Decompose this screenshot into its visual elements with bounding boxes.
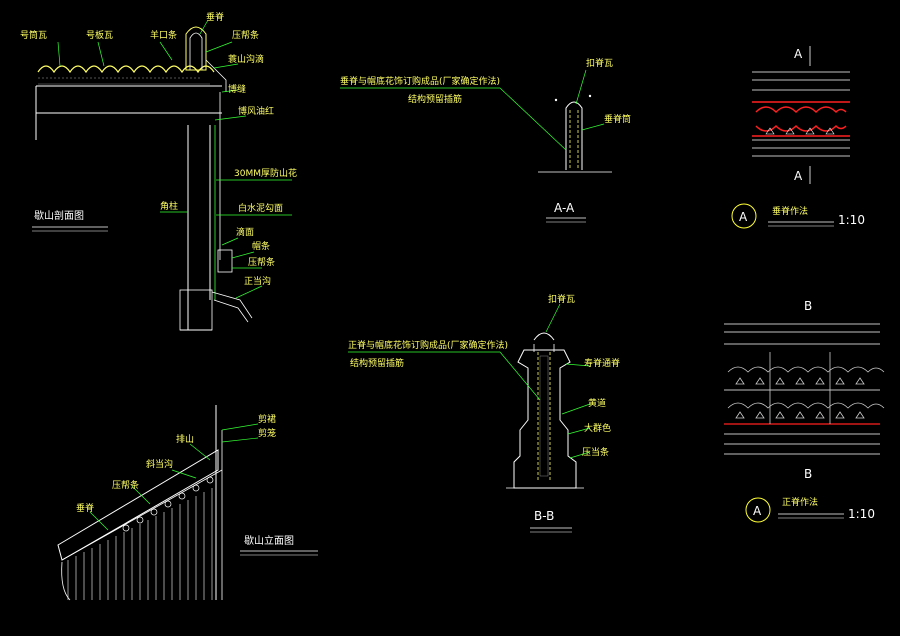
gable-section-label-12: 滴面 [236,226,254,238]
section-bb-note-line1: 正脊与帽底花饰订购成品(厂家确定作法) [348,339,508,351]
gable-section-label-2: 号板瓦 [86,29,113,41]
ridge-b-cut-bottom: B [804,467,812,481]
ridge-a-scale: 1:10 [838,213,865,227]
gable-section-label-5: 压帮条 [232,29,259,41]
gable-elevation-label-1: 剪裙 [258,413,276,425]
gable-elevation-drawing: 剪裙 剪笼 排山 斜当沟 压帮条 垂脊 歇山立面图 [57,405,318,601]
ridge-a-cut-bottom: A [794,169,803,183]
gable-elevation-label-2: 剪笼 [258,427,276,439]
section-aa-note-line1: 垂脊与帽底花饰订购成品(厂家确定作法) [340,75,500,87]
gable-section-label-7: 博缝 [228,83,246,95]
ridge-b-scale: 1:10 [848,507,875,521]
ridge-b-circle-mark: A [753,504,762,518]
section-bb-title: B-B [534,509,554,523]
section-bb-note-line2: 结构预留插筋 [350,357,404,369]
section-aa-label-2: 垂脊筒 [604,113,631,125]
ridge-b-name: 正脊作法 [782,496,818,508]
section-bb-label-4: 大群色 [584,422,611,434]
ridge-b-cut-top: B [804,299,812,313]
section-bb-label-3: 黄道 [588,397,606,409]
gable-section-drawing: 号筒瓦 号板瓦 羊口条 垂脊 压帮条 蓑山沟滴 博缝 博风油红 30MM厚防山花… [20,11,297,331]
gable-section-label-4: 垂脊 [206,11,224,23]
gable-elevation-label-6: 垂脊 [76,502,94,514]
section-aa-drawing: 垂脊与帽底花饰订购成品(厂家确定作法) 结构预留插筋 扣脊瓦 垂脊筒 A-A [340,57,631,223]
section-bb-label-2: 寿脊通脊 [584,357,620,369]
section-aa-note-line2: 结构预留插筋 [408,93,462,105]
section-bb-drawing: 正脊与帽底花饰订购成品(厂家确定作法) 结构预留插筋 扣脊瓦 寿脊通脊 黄道 大… [348,293,620,533]
ridge-a-cut-top: A [794,47,803,61]
gable-section-label-13: 帽条 [252,240,270,252]
ridge-a-circle-mark: A [739,210,748,224]
ridge-detail-a: A A A 垂脊作法 1:10 [731,46,865,229]
gable-section-label-14: 压帮条 [248,256,275,268]
section-aa-title: A-A [554,201,575,215]
gable-section-label-10: 白水泥勾面 [238,202,283,214]
gable-section-label-1: 号筒瓦 [20,29,47,41]
gable-elevation-label-3: 排山 [176,433,194,445]
gable-section-title: 歇山剖面图 [34,209,84,222]
ridge-a-name: 垂脊作法 [772,205,808,217]
gable-elevation-title: 歇山立面图 [244,534,294,547]
gable-section-label-9: 30MM厚防山花 [234,167,297,179]
section-bb-label-5: 压当条 [582,446,609,458]
gable-elevation-label-4: 斜当沟 [146,458,173,470]
section-aa-label-1: 扣脊瓦 [586,57,613,69]
gable-elevation-label-5: 压帮条 [112,479,139,491]
gable-section-label-6: 蓑山沟滴 [228,53,264,65]
gable-section-label-15: 正当沟 [244,275,271,287]
gable-section-label-11: 角柱 [160,200,178,212]
section-bb-label-1: 扣脊瓦 [548,293,575,305]
gable-section-label-3: 羊口条 [150,29,177,41]
gable-section-label-8: 博风油红 [238,105,274,117]
ridge-detail-b: B B A 正脊作法 1:10 [724,299,885,523]
